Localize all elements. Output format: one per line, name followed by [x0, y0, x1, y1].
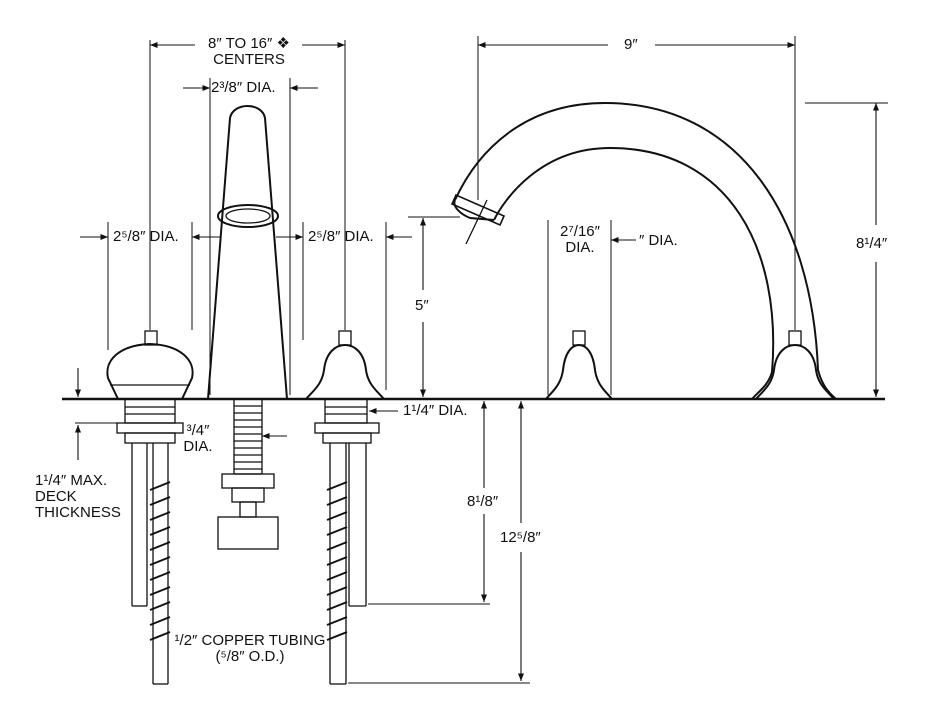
handle-height-label: 5″ — [415, 297, 429, 314]
side-sprayer — [206, 105, 289, 550]
spout-height-label: 8¹/4″ — [856, 235, 888, 252]
copper-tubing-label: ¹/2″ COPPER TUBING (⁵/8″ O.D.) — [174, 632, 326, 665]
left-handle-diameter-label: 2⁵/8″ DIA. — [113, 228, 179, 245]
centers-label: 8″ TO 16″ ❖ CENTERS — [208, 35, 290, 68]
below-deck-short-label: 8¹/8″ — [467, 493, 499, 510]
right-handle — [303, 330, 387, 685]
sprayer-diameter-label: 2³/8″ DIA. — [211, 79, 276, 96]
below-deck-long-label: 12⁵/8″ — [500, 529, 541, 546]
spout-reach-label: 9″ — [624, 36, 638, 53]
sprayer-shank-diameter-label: ³/4″ DIA. — [183, 422, 213, 455]
deck-thickness-label: 1¹/4″ MAX. DECK THICKNESS — [35, 472, 121, 521]
left-handle — [106, 330, 194, 685]
spout-base-diameter-suffix: ″ DIA. — [639, 232, 678, 249]
right-handle-diameter-label: 2⁵/8″ DIA. — [308, 228, 374, 245]
spout-base-diameter-label: 2⁷/16″ DIA. — [560, 223, 600, 256]
shank-diameter-label: 1¹/4″ DIA. — [403, 402, 468, 419]
center-handle — [543, 330, 615, 400]
spout — [450, 101, 837, 400]
